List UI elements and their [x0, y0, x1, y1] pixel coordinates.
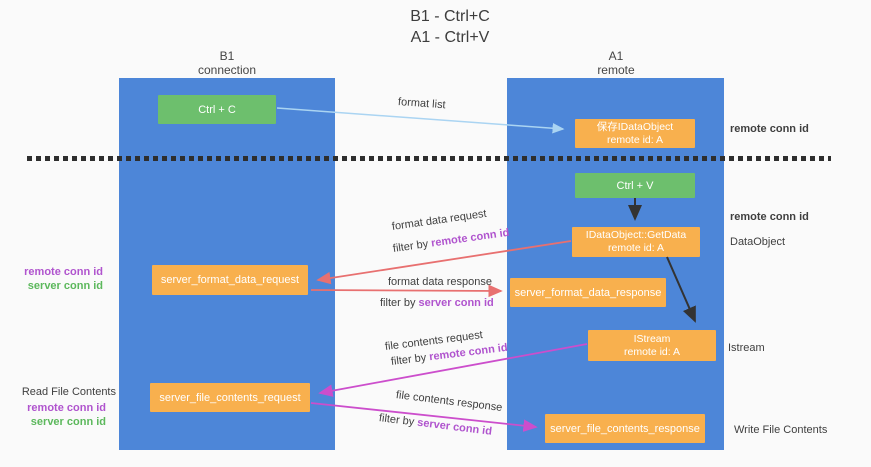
filter-by-text: filter by	[392, 238, 429, 255]
lane-b1-header: B1 connection	[157, 49, 297, 77]
istream-label: Istream	[728, 342, 765, 354]
node-save-idataobject-line1: 保存IDataObject	[596, 120, 674, 133]
left-format-conn-ids: remote conn id server conn id	[0, 265, 103, 293]
remote-conn-id-label: remote conn id	[24, 266, 103, 278]
node-ctrl-c-label: Ctrl + C	[198, 103, 236, 116]
node-server-format-data-response: server_format_data_response	[510, 278, 666, 307]
lane-a1-name: A1	[608, 49, 624, 63]
dataobject-label: DataObject	[730, 236, 786, 248]
filter-by-text: filter by	[378, 412, 415, 429]
format-list-label: format list	[397, 96, 446, 112]
remote-conn-id-label: remote conn id	[27, 402, 106, 414]
format-data-request-label: format data request	[391, 207, 488, 233]
format-response-filter-label: filter by server conn id	[380, 297, 494, 309]
node-server-format-data-request: server_format_data_request	[152, 265, 308, 295]
format-data-response-arrow	[310, 284, 503, 298]
server-conn-id-label: server conn id	[27, 280, 103, 292]
node-getdata-line2: remote id: A	[607, 242, 665, 254]
right-remote-conn-id-mid: remote conn id	[730, 211, 809, 223]
lane-a1-header: A1 remote	[546, 49, 686, 77]
file-response-filter-label: filter by server conn id	[378, 412, 492, 438]
title-line-2: A1 - Ctrl+V	[410, 29, 490, 46]
lane-a1-role: remote	[597, 63, 635, 77]
server-conn-id-label: server conn id	[30, 416, 106, 428]
node-ctrl-v: Ctrl + V	[575, 173, 695, 198]
session-divider-dashed-line	[27, 156, 831, 161]
node-save-idataobject-line2: remote id: A	[606, 133, 664, 146]
server-conn-id-text: server conn id	[418, 297, 494, 309]
node-istream-line1: IStream	[633, 332, 671, 345]
node-istream: IStream remote id: A	[588, 330, 716, 361]
node-getdata-line1: IDataObject::GetData	[585, 229, 687, 241]
filter-by-text: filter by	[390, 351, 427, 368]
lane-b1-role: connection	[197, 63, 257, 77]
node-ctrl-c: Ctrl + C	[158, 95, 276, 124]
node-istream-line2: remote id: A	[623, 345, 681, 358]
file-contents-response-label: file contents response	[395, 389, 503, 414]
diagram-title: B1 - Ctrl+C A1 - Ctrl+V	[330, 6, 570, 48]
node-idataobject-getdata: IDataObject::GetData remote id: A	[572, 227, 700, 257]
right-remote-conn-id-top: remote conn id	[730, 123, 809, 135]
node-save-idataobject: 保存IDataObject remote id: A	[575, 119, 695, 148]
left-file-conn-ids: remote conn id server conn id	[0, 401, 106, 429]
server-conn-id-text: server conn id	[416, 416, 493, 438]
node-server-format-data-response-label: server_format_data_response	[514, 286, 662, 299]
write-file-contents-label: Write File Contents	[734, 424, 828, 436]
format-request-filter-label: filter by remote conn id	[392, 227, 510, 255]
remote-conn-id-text: remote conn id	[430, 226, 511, 250]
node-server-file-contents-request-label: server_file_contents_request	[159, 391, 301, 404]
node-ctrl-v-label: Ctrl + V	[616, 179, 654, 192]
node-server-file-contents-request: server_file_contents_request	[150, 383, 310, 412]
filter-by-text: filter by	[380, 297, 416, 309]
node-server-file-contents-response-label: server_file_contents_response	[550, 422, 700, 435]
read-file-contents-label: Read File Contents	[21, 386, 116, 398]
lane-b1-name: B1	[219, 49, 235, 63]
node-server-format-data-request-label: server_format_data_request	[160, 274, 300, 286]
title-line-1: B1 - Ctrl+C	[410, 8, 490, 25]
format-data-response-label: format data response	[388, 276, 492, 288]
node-server-file-contents-response: server_file_contents_response	[545, 414, 705, 443]
